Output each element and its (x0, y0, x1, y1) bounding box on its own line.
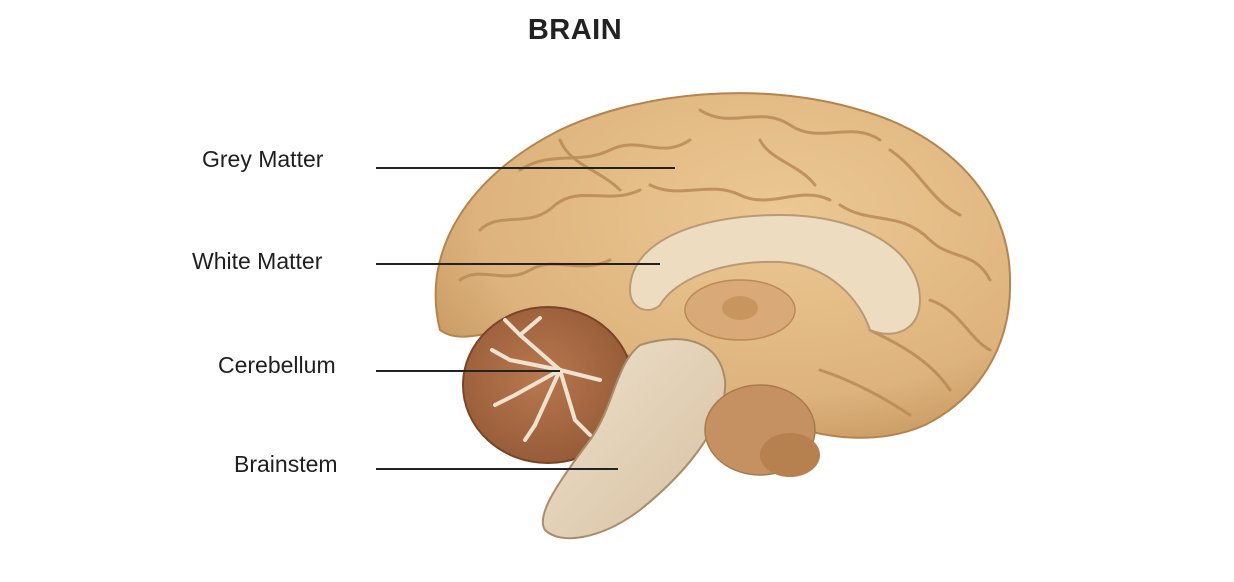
label-grey-matter: Grey Matter (202, 146, 323, 173)
label-brainstem: Brainstem (234, 451, 338, 478)
label-cerebellum: Cerebellum (218, 352, 336, 379)
label-white-matter: White Matter (192, 248, 322, 275)
